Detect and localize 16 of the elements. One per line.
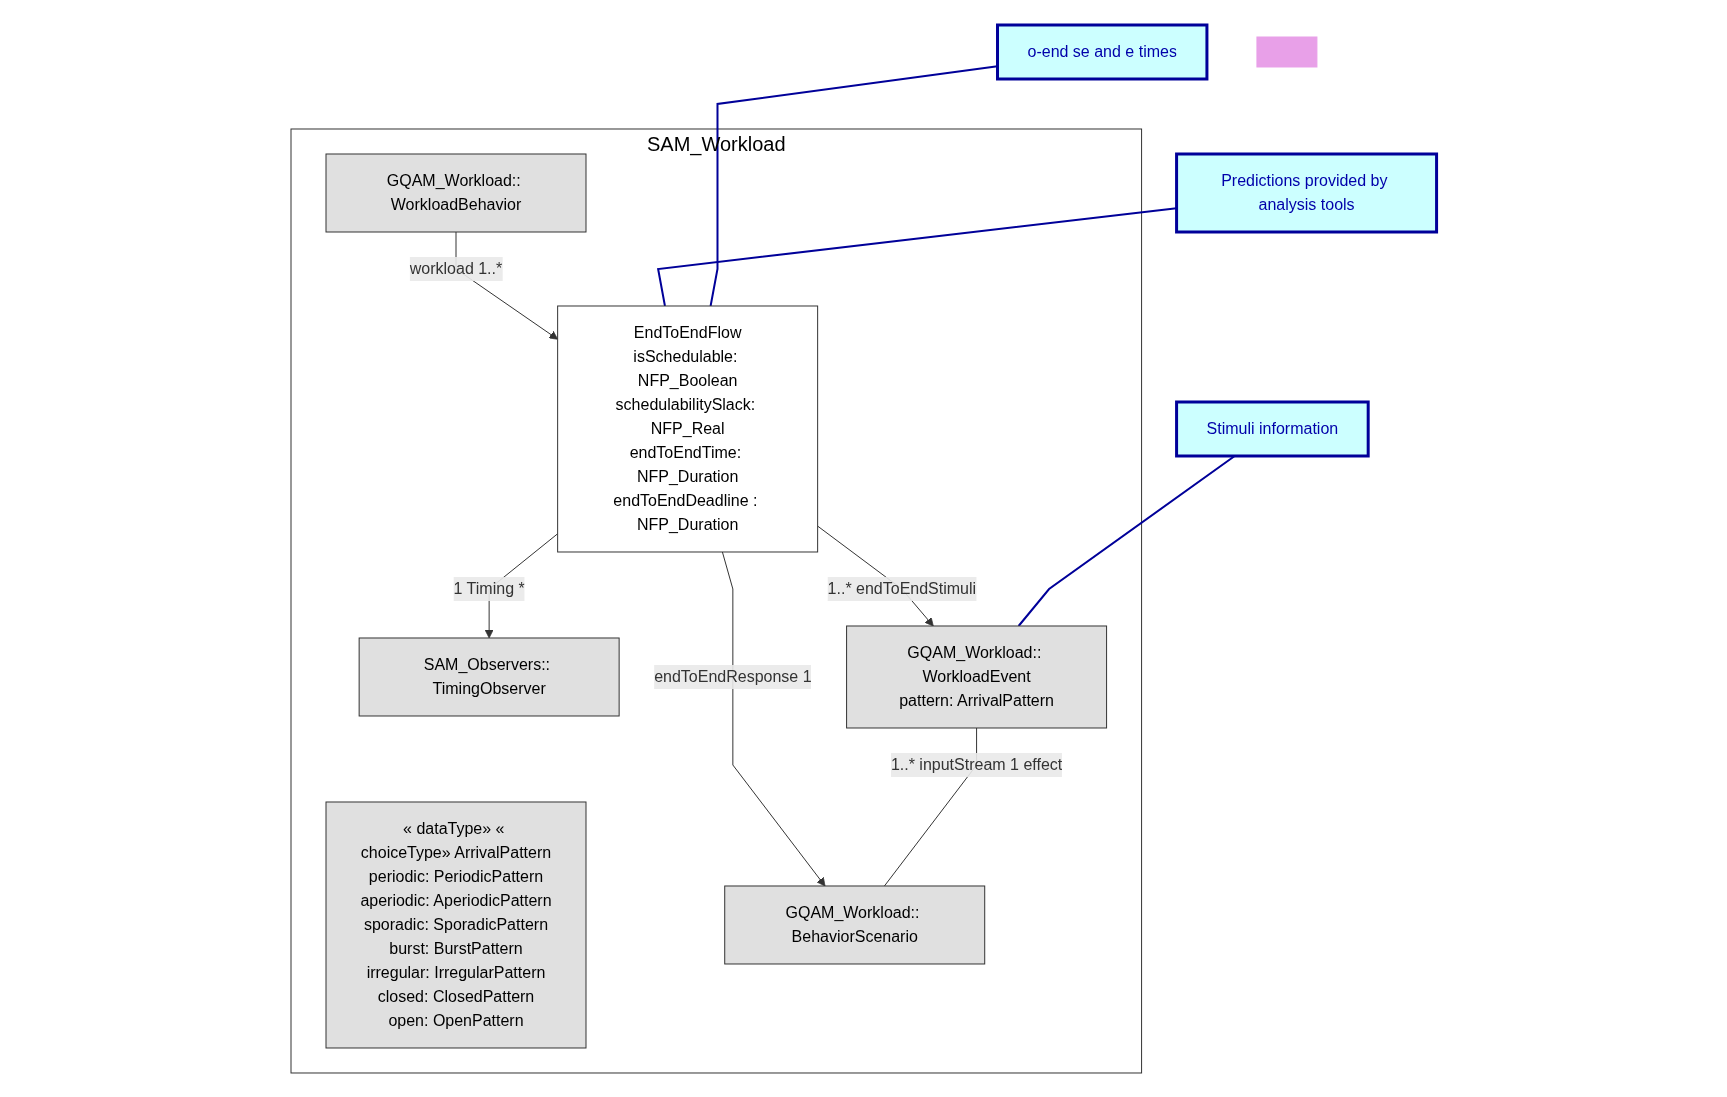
node-box: Predictions provided by analysis tools: [1174, 152, 1438, 233]
node-box: [1256, 36, 1318, 67]
edge-label: 1..* inputStream 1 effect: [890, 755, 1062, 773]
node-box: GQAM_Workload:: WorkloadEvent pattern: ArrivalPattern: [845, 625, 1107, 728]
edge-label: 1..* endToEndStimuli: [827, 579, 976, 597]
node-box: o-end se and e times: [995, 23, 1209, 80]
node-box: GQAM_Workload:: BehaviorScenario: [723, 885, 985, 964]
node-box: EndToEndFlow isSchedulable: NFP_Boolean schedulabilitySlack: NFP_Real endToEndTime: NFP_Duration endToEndDeadline : NFP_Duration: [556, 305, 818, 552]
node-box: GQAM_Workload:: WorkloadBehavior: [325, 153, 587, 232]
node-box: « dataType» « choiceType» ArrivalPattern periodic: PeriodicPattern aperiodic: AperiodicPattern sporadic: SporadicPattern burst: BurstPattern irregular: IrregularPattern closed: ClosedPattern open: OpenPattern: [325, 801, 587, 1048]
edge-label: workload 1..*: [409, 259, 502, 277]
edge-label: endToEndResponse 1: [653, 667, 812, 685]
node-box: SAM_Observers:: TimingObserver: [358, 637, 620, 716]
node-box: Stimuli information: [1174, 400, 1370, 457]
arrow: [721, 551, 826, 886]
edge-label: 1 Timing *: [453, 579, 525, 597]
